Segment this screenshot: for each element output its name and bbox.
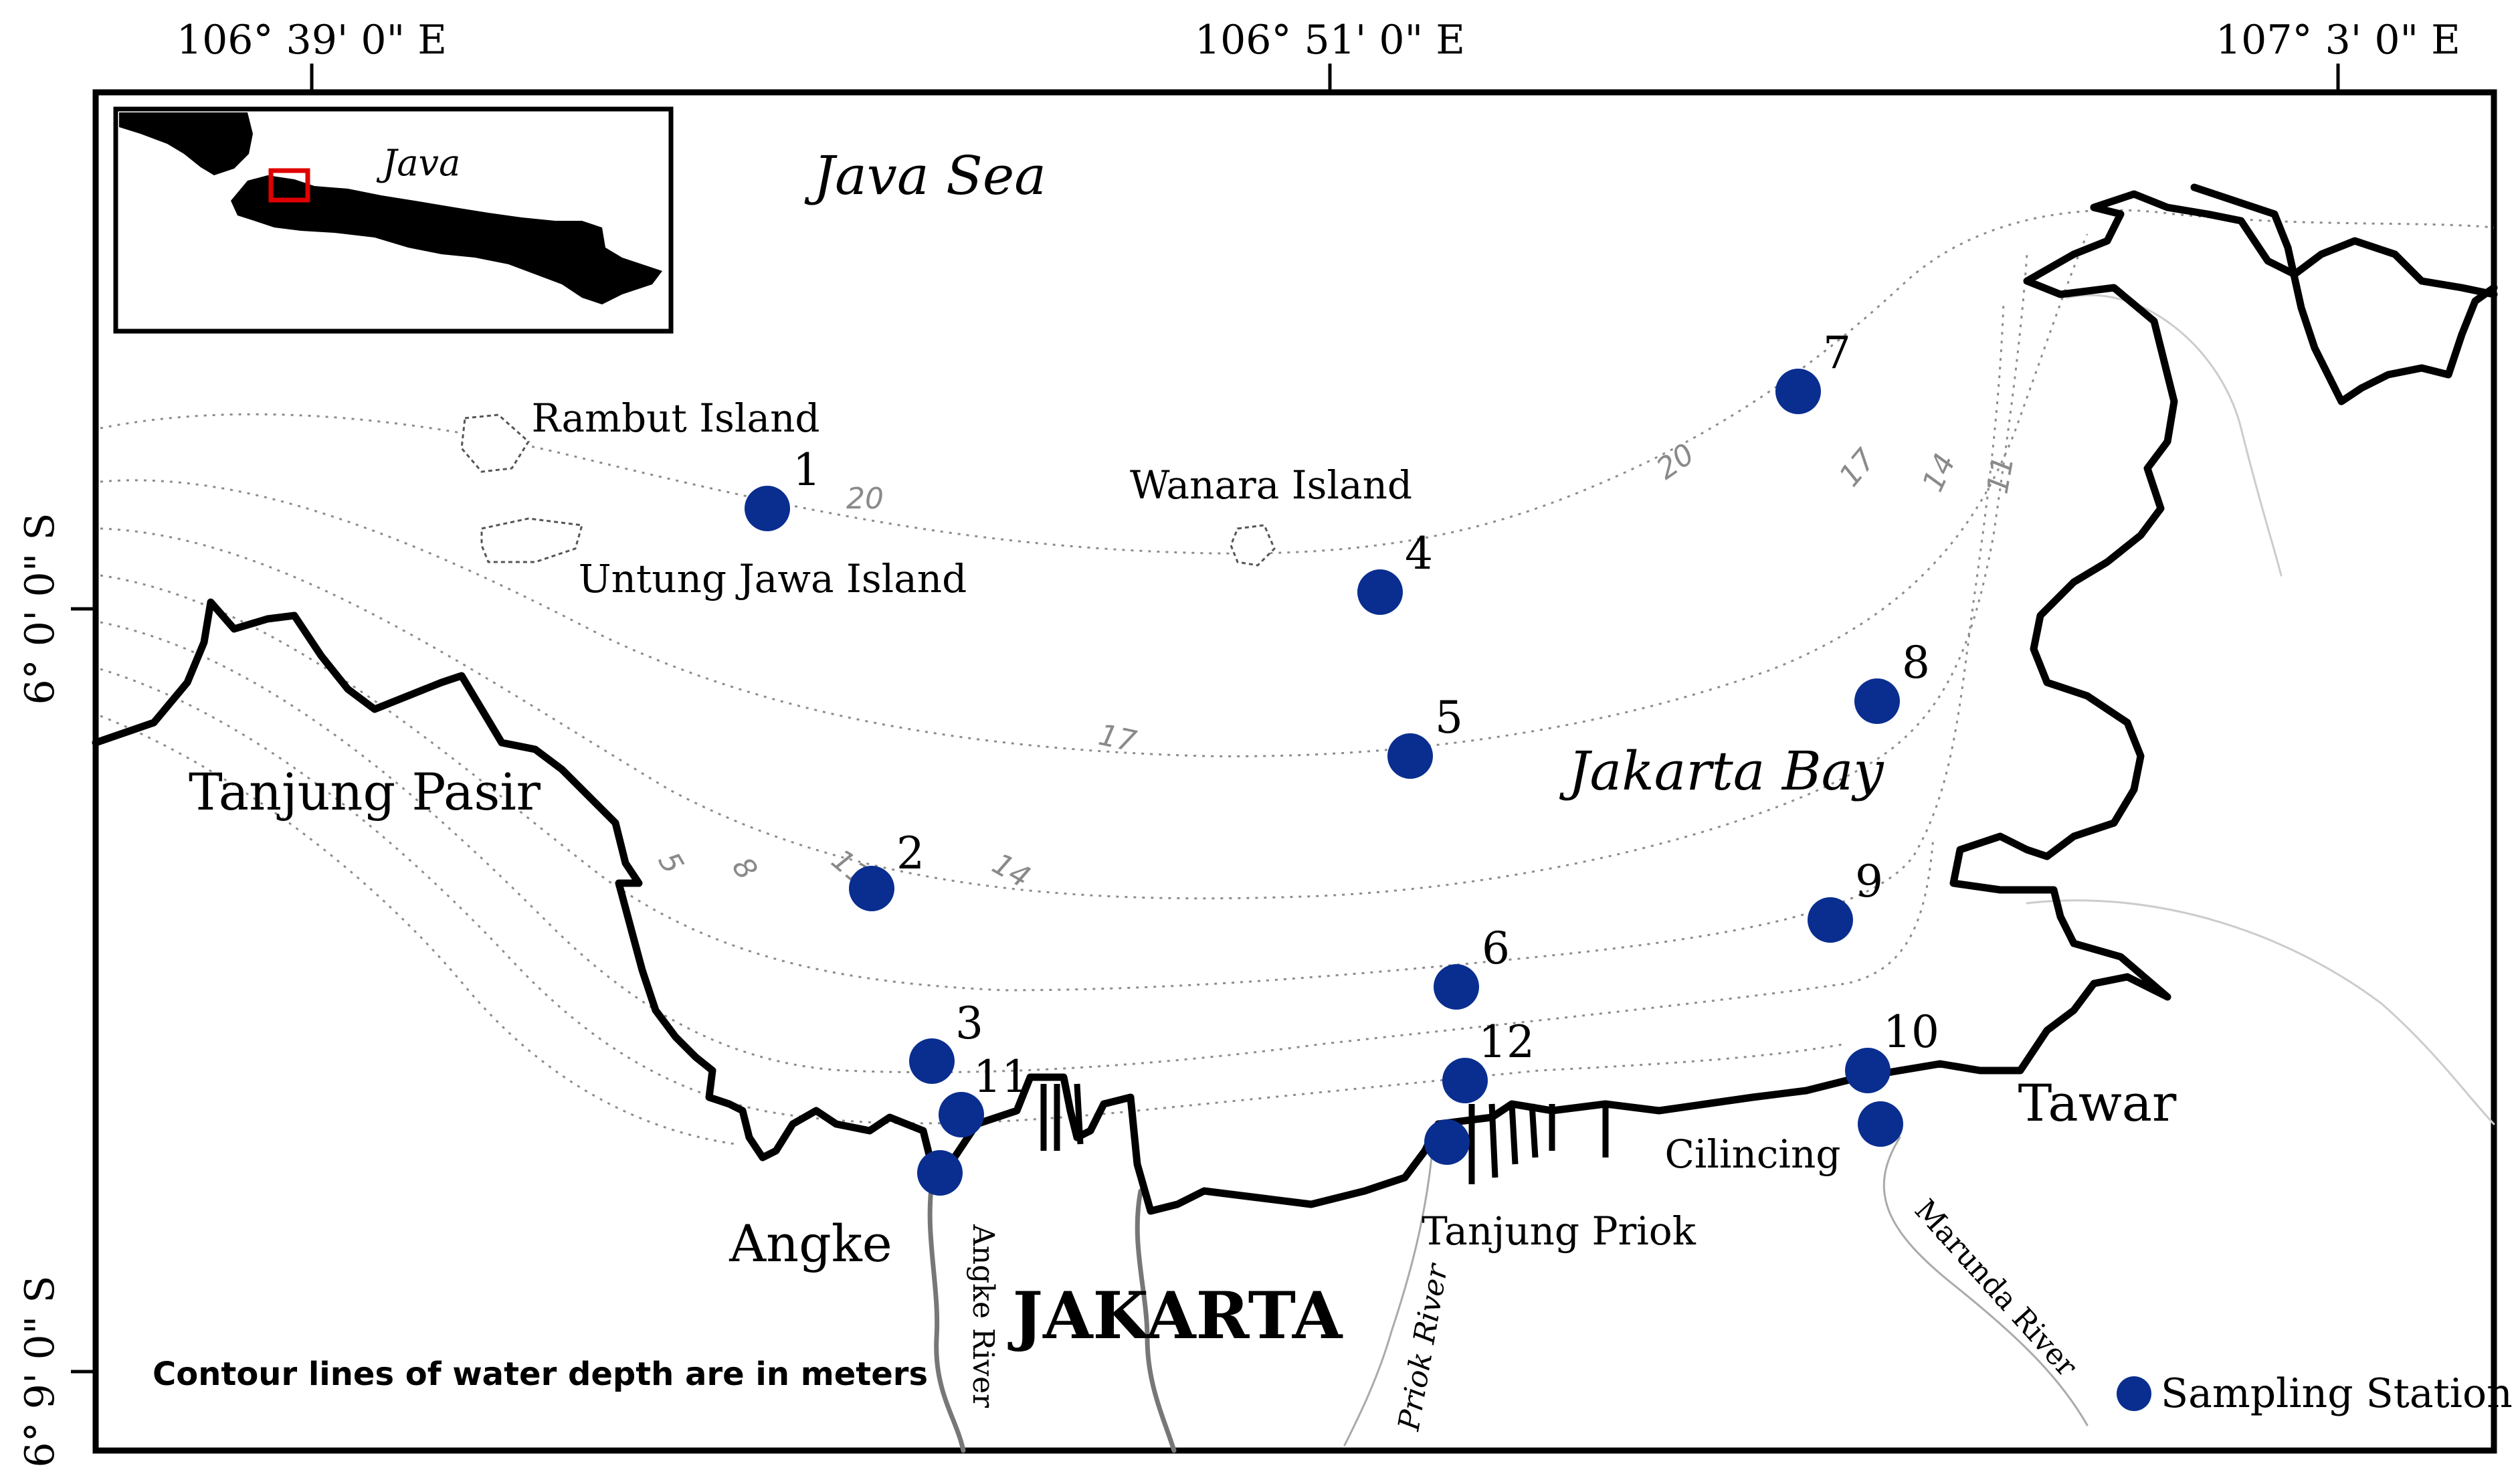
inset-java-shape [231,175,662,304]
coastline-peninsula [2190,183,2498,405]
contour-label-5: 5 [651,846,690,880]
tawar-label: Tawar [2018,1073,2177,1133]
angke-label: Angke [729,1214,892,1273]
marunda-river-line [1882,1136,2089,1426]
cilincing-label: Cilincing [1665,1131,1841,1177]
pier-priok [1468,1103,1609,1184]
station-labels: 1 2 3 4 5 6 7 8 9 10 11 12 [793,327,1939,1103]
station-10-label: 10 [1883,1006,1939,1058]
contour-note: Contour lines of water depth are in mete… [153,1356,928,1393]
station-12-label: 12 [1478,1016,1535,1068]
station-4-label: 4 [1405,528,1433,579]
station-3-marker[interactable] [909,1038,955,1084]
islands [460,413,1276,567]
coordinate-ticks [71,64,2340,1374]
station-2-label: 2 [896,828,925,879]
lat-label-south: 6° 9' 0" S [17,1276,64,1468]
contour-14 [100,254,2028,900]
station-6-label: 6 [1482,923,1510,974]
station-12-marker[interactable] [1442,1058,1488,1103]
contour-label-11-east: 11 [1981,454,2021,496]
station-3-label: 3 [955,998,983,1049]
station-4-marker[interactable] [1357,569,1403,615]
station-7-marker[interactable] [1775,369,1821,414]
station-10b-marker[interactable] [1858,1101,1903,1147]
contour-label-20-east: 20 [1650,437,1701,486]
station-6-marker[interactable] [1434,964,1479,1010]
contour-8 [100,621,1935,1074]
java-sea-label: Java Sea [804,145,1046,207]
inset-map: Java [113,106,674,334]
station-5-marker[interactable] [1387,733,1433,779]
legend-station-label: Sampling Station [2161,1370,2513,1417]
station-11-label: 11 [973,1051,1030,1103]
station-12b-marker[interactable] [1424,1119,1470,1165]
contour-17 [100,234,2089,757]
marunda-river-label: Marunda River [1908,1193,2085,1384]
untung-jawa-island-label: Untung Jawa Island [579,556,967,601]
contour-near-1 [100,715,737,1145]
station-7-label: 7 [1823,327,1851,379]
coastline-main [92,190,2498,1215]
lon-label-west: 106° 39' 0" E [177,17,447,64]
coastline [92,183,2498,1215]
legend: Sampling Station [2117,1370,2513,1417]
contour-label-8: 8 [725,851,764,886]
station-2-marker[interactable] [849,866,894,911]
jakarta-label: JAKARTA [1007,1278,1343,1354]
contour-label-20-west: 20 [846,482,884,516]
station-8-label: 8 [1902,637,1930,688]
station-11b-marker[interactable] [917,1150,963,1196]
jakarta-river-line [1135,1188,1177,1453]
priok-river-label: Priok River [1391,1260,1454,1434]
contour-label-17-east: 17 [1832,442,1882,493]
contour-11 [100,300,2005,992]
tanjung-priok-label: Tanjung Priok [1422,1208,1697,1254]
station-9-label: 9 [1855,856,1883,907]
jakarta-bay-label: Jakarta Bay [1559,740,1884,802]
lon-label-east: 107° 3' 0" E [2216,17,2460,64]
lon-label-center: 106° 51' 0" E [1195,17,1465,64]
priok-river-line [1343,1156,1433,1447]
rivers [927,294,2495,1453]
pier-angke [1040,1083,1084,1151]
rambut-island-label: Rambut Island [531,395,819,441]
east-river-line [2026,899,2495,1125]
untung-jawa-island-shape [480,517,583,563]
legend-station-icon [2117,1376,2151,1411]
angke-river-line [927,1172,966,1453]
station-5-label: 5 [1435,692,1463,743]
wanara-island-label: Wanara Island [1130,462,1412,508]
inset-java-label: Java [376,142,461,184]
angke-river-label: Angke River [966,1224,1000,1408]
inset-study-area-marker [268,168,310,203]
station-8-marker[interactable] [1854,678,1900,724]
tanjung-pasir-label: Tanjung Pasir [189,762,541,822]
inset-sumatra-shape [119,112,253,175]
map-frame [92,89,2497,1454]
contour-label-17-west: 17 [1096,718,1139,759]
station-10-marker[interactable] [1845,1048,1891,1093]
harbor-piers [1040,1083,1609,1184]
lat-label-north: 6° 0' 0" S [17,513,64,705]
wanara-island-shape [1230,524,1276,567]
northeast-river-line [2066,294,2283,577]
station-1-label: 1 [793,444,821,496]
contour-label-14-west: 14 [987,846,1036,895]
station-11-marker[interactable] [939,1092,984,1137]
station-1-marker[interactable] [745,486,790,531]
rambut-island-shape [460,413,530,473]
contour-label-14-east: 14 [1916,448,1963,496]
depth-contours [100,209,2495,1145]
station-9-marker[interactable] [1808,897,1853,943]
sampling-stations [745,369,1903,1196]
